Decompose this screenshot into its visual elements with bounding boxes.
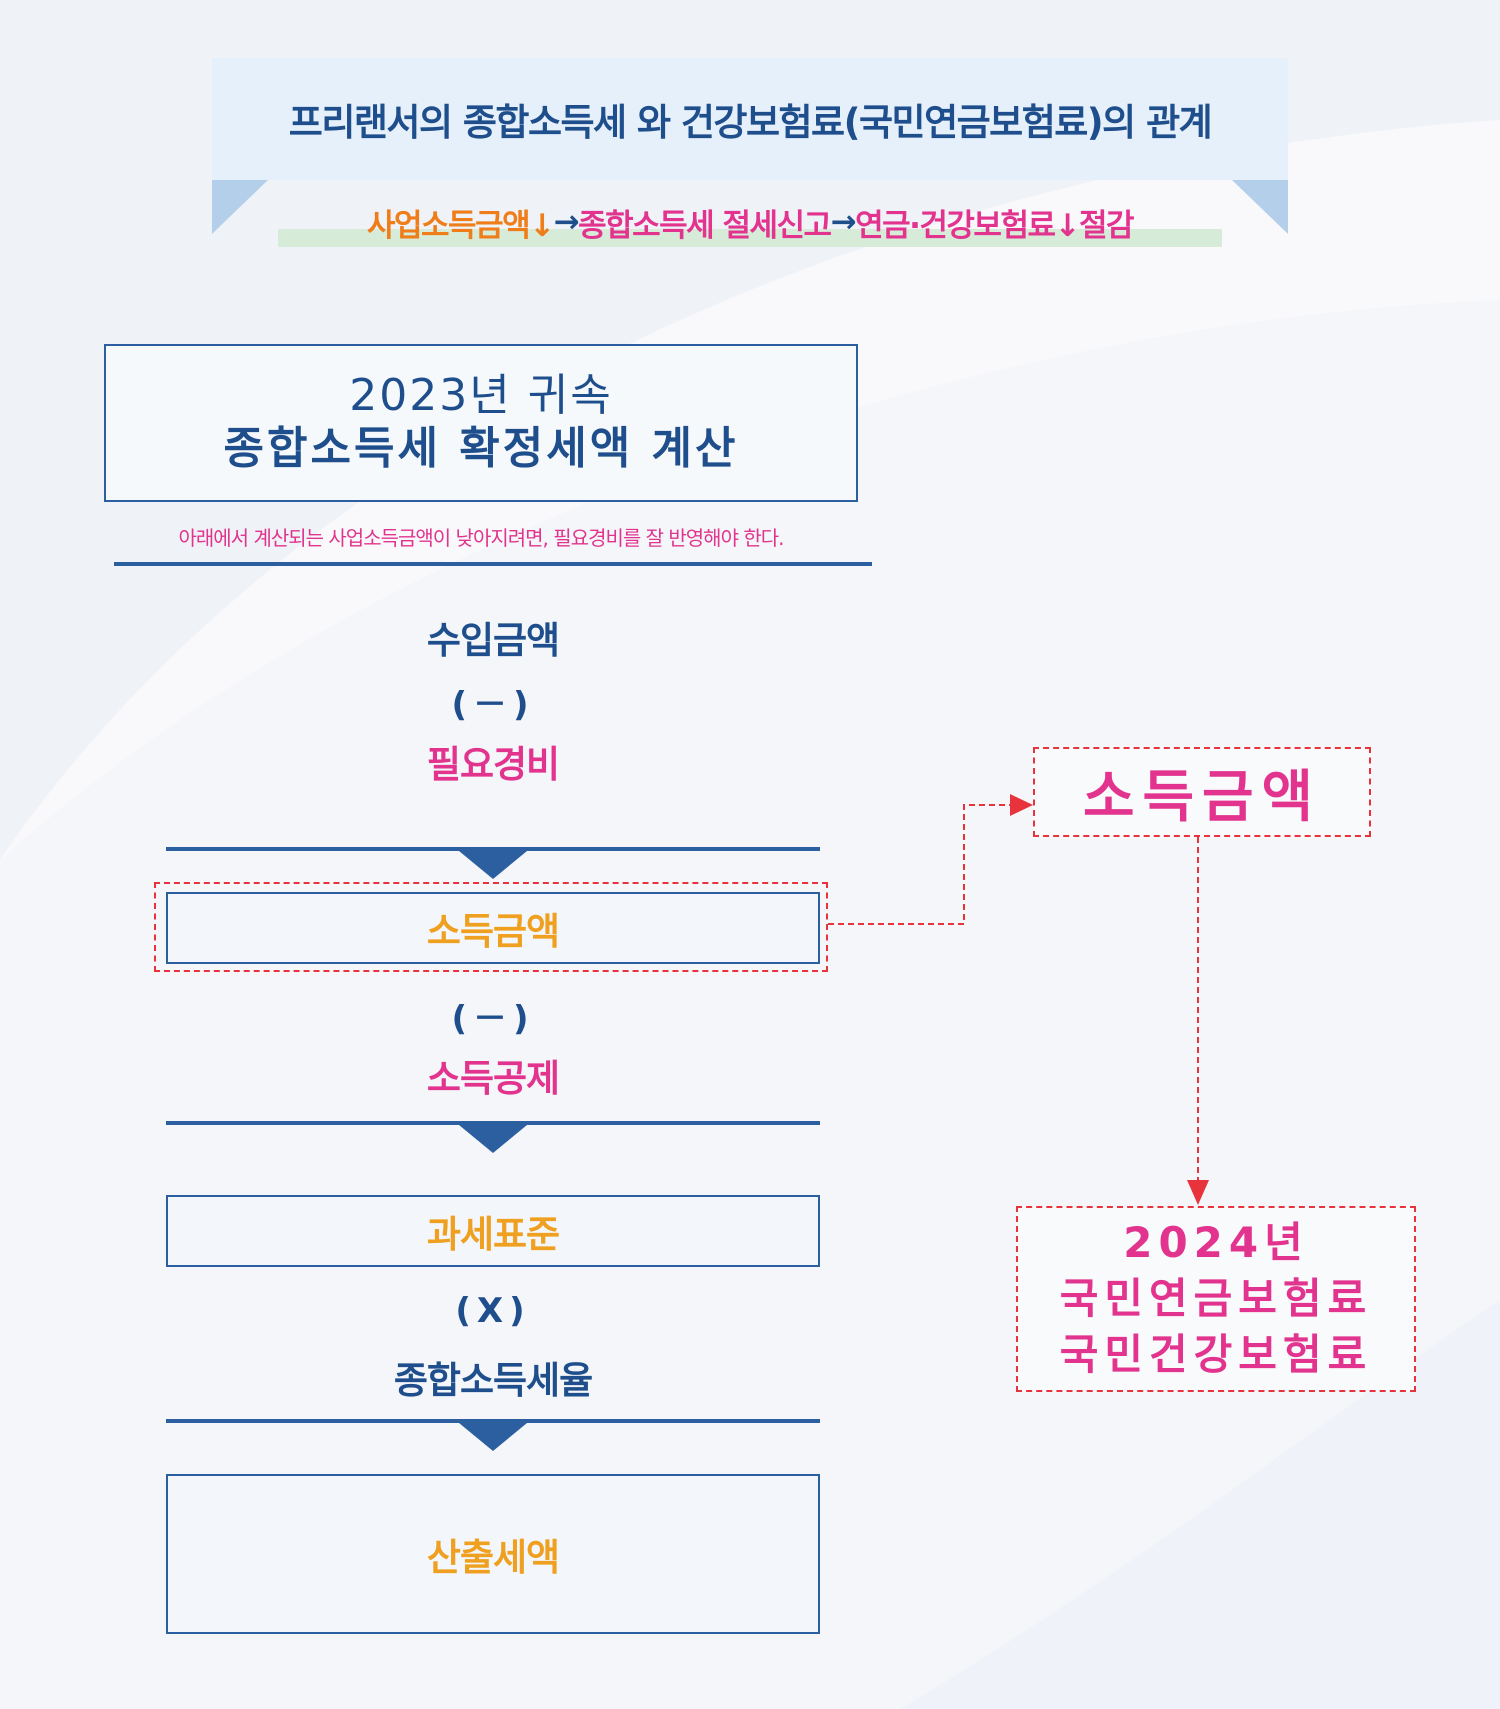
ribbon-right-fold	[1232, 180, 1288, 234]
flow-down-triangle-2	[459, 1125, 527, 1153]
flow-divider-3	[166, 1419, 820, 1423]
subtitle-arrow1: →	[553, 204, 580, 240]
title-note: 아래에서 계산되는 사업소득금액이 낮아지려면, 필요경비를 잘 반영해야 한다…	[178, 525, 784, 550]
subtitle-part1: 사업소득금액↓	[367, 207, 555, 244]
subtitle-part3: 연금·건강보험료↓절감	[855, 207, 1134, 244]
side-box-year: 2024년	[1123, 1218, 1309, 1267]
flow-operator-minus-1: (－)	[451, 684, 535, 725]
subtitle-part2: 종합소득세 절세신고	[578, 207, 832, 244]
flow-step-tax-rate: 종합소득세율	[393, 1359, 593, 1402]
title-box: 2023년 귀속 종합소득세 확정세액 계산	[104, 344, 858, 502]
flow-box-calculated-tax: 산출세액	[166, 1474, 820, 1634]
flow-box-income: 소득금액	[166, 892, 820, 964]
flow-box-tax-base: 과세표준	[166, 1195, 820, 1267]
arrowhead-right	[1010, 794, 1033, 816]
title-main: 종합소득세 확정세액 계산	[223, 423, 739, 474]
flow-step-revenue: 수입금액	[426, 619, 560, 662]
flow-step-deduction: 소득공제	[426, 1057, 560, 1100]
flow-down-triangle-3	[459, 1423, 527, 1451]
flow-step-expenses: 필요경비	[426, 743, 560, 786]
subtitle-arrow2: →	[830, 204, 857, 240]
title-divider	[114, 562, 872, 566]
flow-divider-2	[166, 1121, 820, 1125]
ribbon-highlight-band	[278, 229, 1222, 247]
connector-arrows	[828, 804, 1199, 1182]
title-year: 2023년 귀속	[349, 370, 613, 421]
flow-operator-times: (X)	[455, 1291, 531, 1331]
side-box-health: 국민건강보험료	[1059, 1330, 1373, 1379]
flow-operator-minus-2: (－)	[451, 998, 535, 1039]
side-box-insurance: 2024년 국민연금보험료 국민건강보험료	[1016, 1206, 1416, 1392]
side-box-income: 소득금액	[1033, 747, 1371, 837]
ribbon-subtitle: 사업소득금액↓ → 종합소득세 절세신고 → 연금·건강보험료↓절감	[240, 196, 1260, 248]
highlight-outline	[154, 882, 828, 972]
ribbon-title: 프리랜서의 종합소득세 와 건강보험료(국민연금보험료)의 관계	[212, 58, 1288, 180]
side-box-pension: 국민연금보험료	[1059, 1274, 1373, 1323]
flow-divider-1	[166, 847, 820, 851]
flow-down-triangle-1	[459, 851, 527, 879]
arrowhead-down	[1187, 1180, 1209, 1205]
